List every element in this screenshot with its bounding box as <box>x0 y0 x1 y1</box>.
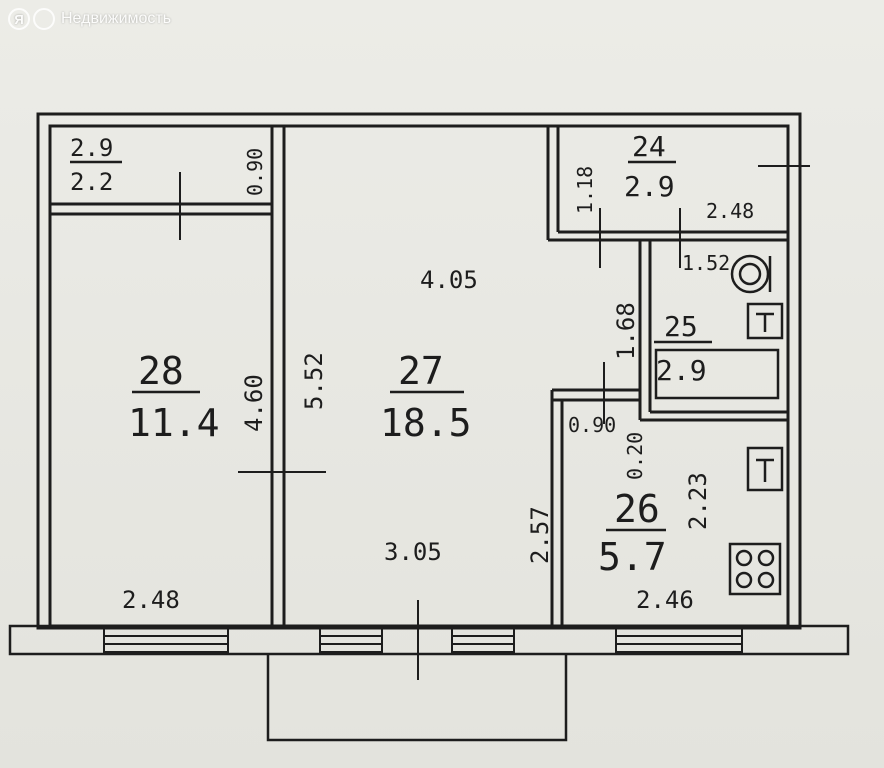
dim-kitchen-depth-right: 2.23 <box>684 472 712 530</box>
yandex-logo-icon: Я <box>8 8 55 30</box>
room-25-number: 25 <box>664 310 698 343</box>
room-27-number: 27 <box>398 349 444 393</box>
dim-bath-depth: 1.68 <box>612 302 640 360</box>
room-27-area: 18.5 <box>380 401 472 445</box>
dim-room-27-depth: 5.52 <box>300 352 328 410</box>
stove-icon <box>728 542 782 596</box>
windows <box>103 627 743 653</box>
room-26-number: 26 <box>614 487 660 531</box>
balcony <box>8 624 850 742</box>
dim-room-24-depth: 1.18 <box>573 166 597 214</box>
kitchen-sink-icon <box>746 446 784 492</box>
room-28-number: 28 <box>138 349 184 393</box>
room-24-area: 2.9 <box>624 170 675 203</box>
dim-kitchen-depth-left: 2.57 <box>526 506 554 564</box>
room-28-area: 11.4 <box>128 401 220 445</box>
closet-area: 2.2 <box>70 168 113 196</box>
watermark: Я Недвижимость <box>8 8 171 30</box>
sink-icon <box>746 302 784 340</box>
dim-kitchen-vent: 0.20 <box>623 432 647 480</box>
dim-kitchen-width: 2.46 <box>636 586 694 614</box>
dim-closet-depth: 0.90 <box>243 148 267 196</box>
room-25-area: 2.9 <box>656 354 707 387</box>
logo-letter: Я <box>8 8 30 30</box>
dim-bath-width: 1.52 <box>682 251 730 275</box>
closet-number: 2.9 <box>70 134 113 162</box>
dim-room-27-width-bottom: 3.05 <box>384 538 442 566</box>
watermark-service-name: Недвижимость <box>61 10 172 27</box>
door-marks <box>179 165 810 680</box>
room-26-area: 5.7 <box>598 535 667 579</box>
bathtub-icon <box>654 348 780 400</box>
toilet-icon <box>730 254 772 294</box>
dim-room-24-width: 2.48 <box>706 199 754 223</box>
room-24-number: 24 <box>632 130 666 163</box>
interior-walls <box>50 126 790 626</box>
dim-room-27-width-top: 4.05 <box>420 266 478 294</box>
dim-kitchen-door: 0.90 <box>568 413 616 437</box>
dim-room-28-width: 2.48 <box>122 586 180 614</box>
dim-room-28-depth: 4.60 <box>240 374 268 432</box>
logo-ring-icon <box>33 8 55 30</box>
fraction-bars <box>70 160 712 532</box>
